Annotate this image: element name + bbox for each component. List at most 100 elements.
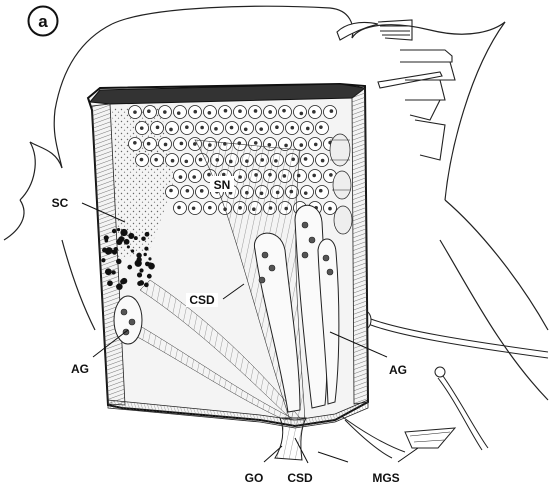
sac-nucleus bbox=[327, 269, 333, 275]
label-sc: SC bbox=[52, 196, 69, 210]
nucleolus bbox=[254, 141, 258, 145]
nucleolus bbox=[140, 158, 144, 162]
nucleolus bbox=[163, 110, 167, 114]
cell-nucleus bbox=[316, 186, 329, 199]
granule bbox=[120, 279, 126, 285]
nucleolus bbox=[192, 207, 196, 211]
nucleolus bbox=[185, 125, 189, 129]
nucleolus bbox=[156, 126, 160, 130]
nucleolus bbox=[244, 127, 248, 131]
label-ag-left: AG bbox=[71, 362, 89, 376]
label-mgs: MGS bbox=[372, 471, 399, 485]
sac-nucleus bbox=[323, 255, 329, 261]
sac-nucleus bbox=[121, 309, 127, 315]
sac-nucleus bbox=[129, 319, 135, 325]
granule bbox=[117, 228, 120, 231]
granule bbox=[128, 233, 134, 239]
nucleolus bbox=[169, 189, 173, 193]
nucleolus bbox=[180, 142, 184, 146]
sac-nucleus bbox=[269, 265, 275, 271]
panel-label: a bbox=[29, 7, 58, 36]
granule bbox=[105, 239, 109, 243]
nucleolus bbox=[169, 128, 173, 132]
granule bbox=[136, 257, 141, 262]
nucleolus bbox=[299, 143, 303, 147]
granule bbox=[111, 270, 115, 274]
cell-nucleus bbox=[166, 186, 179, 199]
granule bbox=[114, 247, 118, 251]
nucleolus bbox=[177, 206, 181, 210]
nucleolus bbox=[200, 189, 204, 193]
nucleolus bbox=[329, 173, 333, 177]
panel-label-text: a bbox=[38, 12, 48, 31]
granule bbox=[127, 265, 132, 270]
nucleolus bbox=[199, 158, 203, 162]
granule bbox=[107, 280, 113, 286]
granule bbox=[144, 247, 148, 251]
granule bbox=[101, 258, 105, 262]
accessory-gland-left bbox=[114, 296, 142, 344]
nucleolus bbox=[259, 127, 263, 131]
sac-nucleus bbox=[262, 252, 268, 258]
nucleolus bbox=[185, 160, 189, 164]
lower-appendages bbox=[340, 415, 455, 458]
granule bbox=[141, 236, 146, 241]
nucleolus bbox=[275, 125, 279, 129]
granule bbox=[144, 283, 149, 288]
nucleolus bbox=[304, 191, 308, 195]
nucleolus bbox=[312, 174, 316, 178]
granule bbox=[148, 257, 151, 260]
nucleolus bbox=[147, 142, 151, 146]
sac-nucleus bbox=[309, 237, 315, 243]
nucleolus bbox=[179, 175, 183, 179]
nucleolus bbox=[224, 109, 228, 113]
nucleolus bbox=[312, 110, 316, 114]
label-csd-upper: CSD bbox=[189, 293, 215, 307]
nucleolus bbox=[192, 175, 196, 179]
label-ag-right: AG bbox=[389, 363, 407, 377]
granule bbox=[106, 247, 113, 254]
nucleolus bbox=[314, 143, 318, 147]
nucleolus bbox=[282, 109, 286, 113]
granule bbox=[127, 245, 130, 248]
granule bbox=[144, 253, 147, 256]
granule bbox=[139, 268, 143, 272]
granule bbox=[112, 229, 117, 234]
nucleolus bbox=[164, 143, 168, 147]
nucleolus bbox=[300, 112, 304, 116]
sac-nucleus bbox=[302, 252, 308, 258]
nucleolus bbox=[304, 157, 308, 161]
nucleolus bbox=[208, 111, 212, 115]
granule bbox=[137, 281, 142, 286]
nucleolus bbox=[154, 158, 158, 162]
nucleolus bbox=[254, 109, 258, 113]
nucleolus bbox=[177, 111, 181, 115]
nucleolus bbox=[207, 173, 211, 177]
nucleolus bbox=[200, 126, 204, 130]
nucleolus bbox=[328, 207, 332, 211]
granule bbox=[148, 262, 152, 266]
granule bbox=[134, 236, 138, 240]
granule bbox=[131, 249, 134, 252]
granule bbox=[116, 259, 121, 264]
nucleolus bbox=[238, 109, 242, 113]
nucleolus bbox=[321, 159, 325, 163]
granule bbox=[105, 268, 112, 275]
nucleolus bbox=[268, 143, 272, 147]
nucleolus bbox=[291, 126, 295, 130]
label-csd-lower: CSD bbox=[287, 471, 313, 485]
nucleolus bbox=[193, 110, 197, 114]
label-go: GO bbox=[245, 471, 264, 485]
nucleolus bbox=[330, 109, 334, 113]
granule bbox=[116, 283, 123, 290]
nucleolus bbox=[319, 189, 323, 193]
tissue-block bbox=[88, 84, 368, 460]
granule bbox=[147, 274, 152, 279]
nucleolus bbox=[230, 126, 234, 130]
granule bbox=[137, 272, 142, 277]
sac-nucleus bbox=[259, 277, 265, 283]
nucleolus bbox=[140, 126, 144, 130]
granule bbox=[124, 239, 130, 245]
nucleolus bbox=[147, 109, 151, 113]
